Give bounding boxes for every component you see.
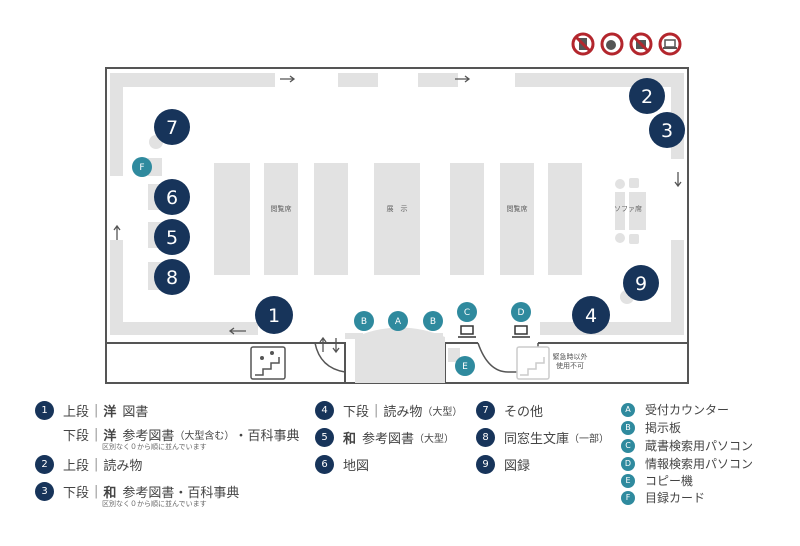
marker-5[interactable]: 5 — [166, 227, 178, 249]
reading-seats-label-right: 閲覧席 — [507, 204, 528, 213]
sofa-seats-label: ソファ席 — [614, 204, 642, 213]
no-phone-icon — [571, 32, 595, 56]
marker-D[interactable]: D — [518, 308, 525, 318]
laptop-icon — [458, 325, 530, 338]
emergency-stairs-icon — [516, 346, 550, 380]
marker-2[interactable]: 2 — [641, 86, 653, 108]
shelves — [110, 73, 684, 383]
no-drink-icon — [629, 32, 653, 56]
legend-1-lower: 下段|洋参考図書（大型含む）・百科事典 — [63, 427, 300, 444]
marker-B-left[interactable]: B — [361, 317, 367, 327]
marker-8[interactable]: 8 — [166, 267, 178, 289]
marker-C[interactable]: C — [464, 308, 470, 318]
marker-E[interactable]: E — [462, 362, 468, 372]
marker-F[interactable]: F — [139, 163, 144, 173]
legend-3-note: 区別なく０から順に並んでいます — [102, 500, 207, 508]
marker-B-right[interactable]: B — [430, 317, 436, 327]
legend-1-note: 区別なく０から順に並んでいます — [102, 443, 207, 451]
marker-6[interactable]: 6 — [166, 187, 178, 209]
emergency-label-2: 使用不可 — [556, 361, 584, 370]
laptop-ok-icon — [658, 32, 682, 56]
marker-A[interactable]: A — [395, 317, 402, 327]
emergency-label-1: 緊急時以外 — [553, 352, 588, 361]
marker-9[interactable]: 9 — [635, 273, 647, 295]
marker-4[interactable]: 4 — [585, 305, 597, 327]
marker-7[interactable]: 7 — [166, 117, 178, 139]
direction-arrows — [113, 75, 682, 354]
doors — [314, 342, 539, 373]
no-food-icon — [600, 32, 624, 56]
marker-1[interactable]: 1 — [268, 305, 280, 327]
display-label: 展 示 — [387, 205, 408, 213]
stairs-icon — [250, 346, 286, 380]
marker-3[interactable]: 3 — [661, 120, 673, 142]
reading-seats-label-left: 閲覧席 — [271, 204, 292, 213]
